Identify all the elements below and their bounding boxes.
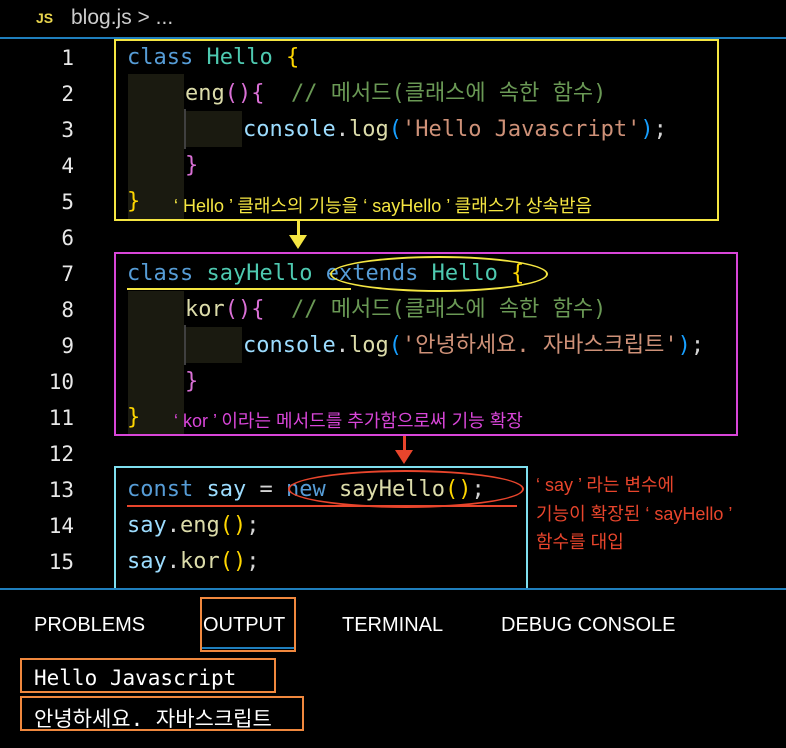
line-number: 3 (61, 118, 74, 142)
indent-shade (128, 74, 184, 219)
sayhello-class-highlight-box (114, 252, 738, 436)
javascript-file-icon: JS (36, 10, 54, 26)
code-line[interactable]: class Hello { (127, 45, 300, 70)
breadcrumb: JS blog.js > ... (0, 0, 786, 38)
editor-top-border (0, 37, 786, 39)
active-tab-underline (202, 647, 296, 649)
line-number: 5 (61, 190, 74, 214)
tab-debug-console[interactable]: DEBUG CONSOLE (501, 614, 676, 636)
chevron-right-icon: > (137, 6, 150, 29)
line-number: 4 (61, 154, 74, 178)
output-tab-highlight-box (200, 597, 296, 652)
code-line[interactable]: } (127, 189, 141, 214)
tab-problems[interactable]: PROBLEMS (34, 614, 146, 636)
line-number: 1 (61, 46, 74, 70)
panel-top-border (0, 588, 786, 590)
tab-output[interactable]: OUTPUT (203, 614, 286, 636)
assignment-annotation-line2: 기능이 확장된 ‘ sayHello ’ (536, 504, 733, 524)
breadcrumb-more[interactable]: ... (155, 6, 174, 29)
output-line: Hello Javascript (34, 666, 237, 690)
code-line[interactable]: console.log('안녕하세요. 자바스크립트'); (243, 333, 705, 358)
output-line: 안녕하세요. 자바스크립트 (34, 707, 272, 731)
line-number: 10 (48, 370, 74, 394)
new-sayhello-ellipse (288, 470, 524, 508)
assignment-annotation-line3: 함수를 대입 (536, 532, 624, 552)
line-number: 2 (61, 82, 74, 106)
underline-mark (127, 505, 517, 507)
underline-mark (127, 288, 351, 290)
line-number: 13 (48, 478, 74, 502)
code-line[interactable]: } (127, 405, 141, 430)
code-line[interactable]: eng(){ // 메서드(클래스에 속한 함수) (185, 81, 607, 106)
line-number: 15 (48, 550, 74, 574)
tab-terminal[interactable]: TERMINAL (342, 614, 444, 636)
extension-annotation: ‘ kor ’ 이라는 메서드를 추가함으로써 기능 확장 (174, 411, 523, 431)
output-line-box (20, 658, 276, 693)
indent-shade (186, 111, 242, 147)
code-line[interactable]: console.log('Hello Javascript'); (243, 117, 667, 142)
code-line[interactable]: } (185, 153, 199, 178)
output-line-box (20, 696, 304, 731)
line-number: 11 (48, 406, 74, 430)
line-number: 8 (61, 298, 74, 322)
code-editor[interactable] (0, 39, 786, 589)
indent-shade (128, 291, 184, 436)
breadcrumb-path[interactable]: blog.js > ... (71, 6, 173, 30)
line-number: 14 (48, 514, 74, 538)
extends-ellipse (330, 256, 548, 292)
line-number: 12 (48, 442, 74, 466)
inheritance-annotation: ‘ Hello ’ 클래스의 기능을 ‘ sayHello ’ 클래스가 상속받… (174, 196, 593, 216)
code-line[interactable]: } (185, 369, 199, 394)
indent-shade (186, 327, 242, 363)
breadcrumb-file[interactable]: blog.js (71, 6, 132, 29)
indent-guide (184, 109, 186, 149)
line-number: 6 (61, 226, 74, 250)
code-line[interactable]: say.eng(); (127, 513, 260, 538)
hello-class-highlight-box (114, 39, 719, 221)
indent-guide (184, 325, 186, 365)
code-line[interactable]: say.kor(); (127, 549, 260, 574)
assignment-annotation-line1: ‘ say ’ 라는 변수에 (536, 475, 675, 495)
code-line[interactable]: kor(){ // 메서드(클래스에 속한 함수) (185, 297, 607, 322)
line-number: 7 (61, 262, 74, 286)
line-number: 9 (61, 334, 74, 358)
